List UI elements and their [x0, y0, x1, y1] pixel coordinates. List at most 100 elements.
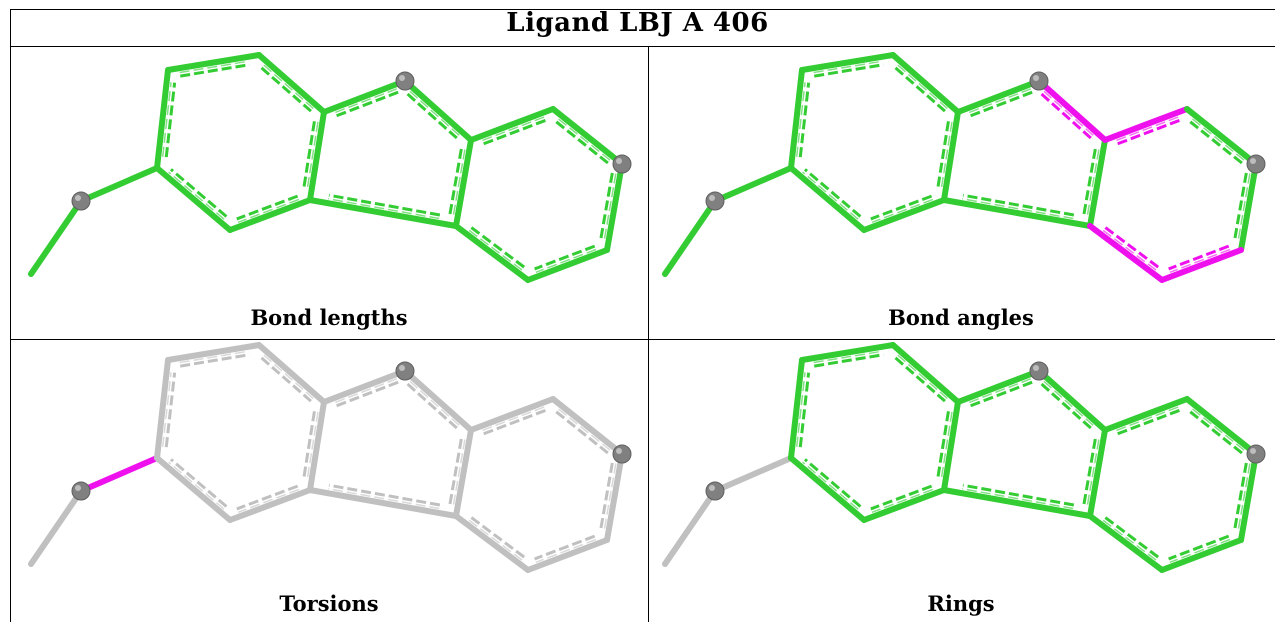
- aromatic-dash-b2-c2: [1117, 408, 1181, 436]
- atom-sphere-c3: [1246, 154, 1266, 174]
- bond-a2-a3: [165, 342, 262, 363]
- aromatic-dash-b3-a5: [962, 193, 1075, 217]
- aromatic-dash-inner-b2-b3: [452, 439, 466, 506]
- aromatic-dash-inner-c4-c5: [535, 248, 597, 273]
- aromatic-dash-b2-b3: [1082, 148, 1097, 215]
- bond-c2-c3: [1184, 106, 1259, 167]
- aromatic-dash-inner-a5-a6: [871, 198, 934, 223]
- bond-b1-b2: [402, 368, 474, 433]
- bond-m-o: [662, 488, 718, 567]
- bond-c4-c5: [1159, 247, 1244, 283]
- aromatic-dash-c4-c5: [534, 244, 596, 271]
- bond-b2-c2: [1102, 396, 1190, 433]
- aromatic-dash-inner-b2-c2: [482, 116, 545, 142]
- aromatic-dash-a1-a2: [798, 82, 811, 158]
- atom-sphere-c3: [612, 444, 632, 464]
- aromatic-dash-a3-a4: [894, 356, 946, 403]
- bond-a4-b1: [321, 78, 408, 115]
- aromatic-dash-inner-c5-b3: [466, 518, 523, 561]
- bond-b2-b3: [1087, 427, 1108, 519]
- atom-sphere-b1: [1029, 361, 1049, 381]
- atom-sphere-o: [71, 191, 91, 211]
- bond-c3-c4: [604, 161, 625, 253]
- bond-a6-a1: [154, 165, 233, 233]
- aromatic-dash-inner-c3-c4: [1237, 173, 1251, 240]
- aromatic-dash-inner-a6-a1: [168, 461, 225, 510]
- aromatic-dash-inner-b2-b3: [1086, 149, 1100, 216]
- aromatic-dash-c3-c4: [1233, 462, 1248, 529]
- aromatic-dash-a2-a3: [179, 63, 250, 78]
- bond-o-a1: [78, 165, 160, 204]
- bond-a1-a2: [788, 67, 805, 171]
- aromatic-dash-inner-b1-b2: [409, 380, 461, 427]
- aromatic-dash-a2-a3: [813, 63, 884, 78]
- aromatic-dash-inner-a4-b1: [969, 378, 1032, 404]
- aromatic-dash-a2-a3: [179, 353, 250, 368]
- aromatic-dash-inner-a2-a3: [179, 60, 249, 74]
- aromatic-dash-a4-a5: [302, 121, 316, 189]
- bond-m-o: [28, 198, 84, 277]
- bond-c4-c5: [1159, 537, 1244, 573]
- bond-b3-a5: [307, 487, 459, 519]
- aromatic-dash-inner-b1-b2: [1043, 380, 1095, 427]
- aromatic-dash-a6-a1: [803, 168, 862, 218]
- atom-sphere-c3: [1246, 444, 1266, 464]
- aromatic-dash-b3-a5: [962, 483, 1075, 507]
- bond-a4-a5: [941, 399, 961, 493]
- aromatic-dash-inner-b2-b3: [452, 149, 466, 216]
- bond-b1-b2: [1036, 78, 1108, 143]
- aromatic-dash-inner-a5-a6: [237, 198, 300, 223]
- aromatic-dash-a4-a5: [936, 411, 950, 479]
- aromatic-dash-c2-c3: [555, 120, 610, 165]
- bond-o-a1: [712, 165, 794, 204]
- bond-angles-panel: Bond angles: [649, 47, 1275, 339]
- aromatic-dash-inner-a4-a5: [306, 121, 319, 189]
- aromatic-dash-inner-a4-b1: [969, 88, 1032, 114]
- aromatic-dash-c3-c4: [599, 172, 614, 239]
- bond-a1-a2: [154, 67, 171, 171]
- bond-b3-a5: [307, 197, 459, 229]
- aromatic-dash-a3-a4: [894, 66, 946, 113]
- aromatic-dash-inner-c3-c4: [603, 173, 617, 240]
- bond-a1-a2: [154, 357, 171, 461]
- bond-a2-a3: [799, 52, 896, 73]
- aromatic-dash-b2-b3: [1082, 438, 1097, 505]
- bond-b2-c2: [468, 106, 556, 143]
- bond-a3-a4: [890, 342, 961, 405]
- aromatic-dash-inner-b1-b2: [1043, 90, 1095, 137]
- aromatic-dash-b2-c2: [1117, 118, 1181, 146]
- aromatic-dash-b2-c2: [483, 408, 547, 436]
- bond-b2-b3: [453, 137, 474, 229]
- aromatic-dash-b3-a5: [328, 193, 441, 217]
- molecule-bond-angles: [662, 52, 1266, 283]
- aromatic-dash-inner-a3-a4: [263, 354, 314, 400]
- aromatic-dash-inner-b2-c2: [1116, 406, 1179, 432]
- aromatic-dash-inner-a6-a1: [168, 171, 225, 220]
- panel-caption-rings: Rings: [927, 591, 995, 616]
- bond-a6-a1: [788, 165, 867, 233]
- atom-highlight-b1: [399, 365, 405, 371]
- atom-highlight-b1: [399, 75, 405, 81]
- bond-a4-a5: [307, 109, 327, 203]
- aromatic-dash-inner-a3-a4: [897, 64, 948, 110]
- aromatic-dash-inner-c2-c3: [1192, 408, 1246, 452]
- bond-c2-c3: [1184, 396, 1259, 457]
- aromatic-dash-inner-c2-c3: [1192, 118, 1246, 162]
- bond-o-a1: [78, 455, 160, 494]
- atom-sphere-b1: [1029, 71, 1049, 91]
- atom-highlight-o: [75, 195, 81, 201]
- aromatic-dash-a2-a3: [813, 353, 884, 368]
- aromatic-dash-inner-b2-c2: [1116, 116, 1179, 142]
- bond-b3-a5: [941, 197, 1093, 229]
- bond-a5-a6: [227, 487, 313, 523]
- aromatic-dash-inner-c2-c3: [558, 118, 612, 162]
- atom-highlight-o: [75, 485, 81, 491]
- border-left: [10, 9, 11, 622]
- row-divider-2: [10, 339, 1275, 340]
- aromatic-dash-b1-b2: [1040, 382, 1093, 431]
- bond-c5-b3: [453, 513, 531, 573]
- aromatic-dash-inner-a2-a3: [813, 60, 883, 74]
- aromatic-dash-inner-c4-c5: [535, 538, 597, 563]
- aromatic-dash-inner-a3-a4: [263, 64, 314, 110]
